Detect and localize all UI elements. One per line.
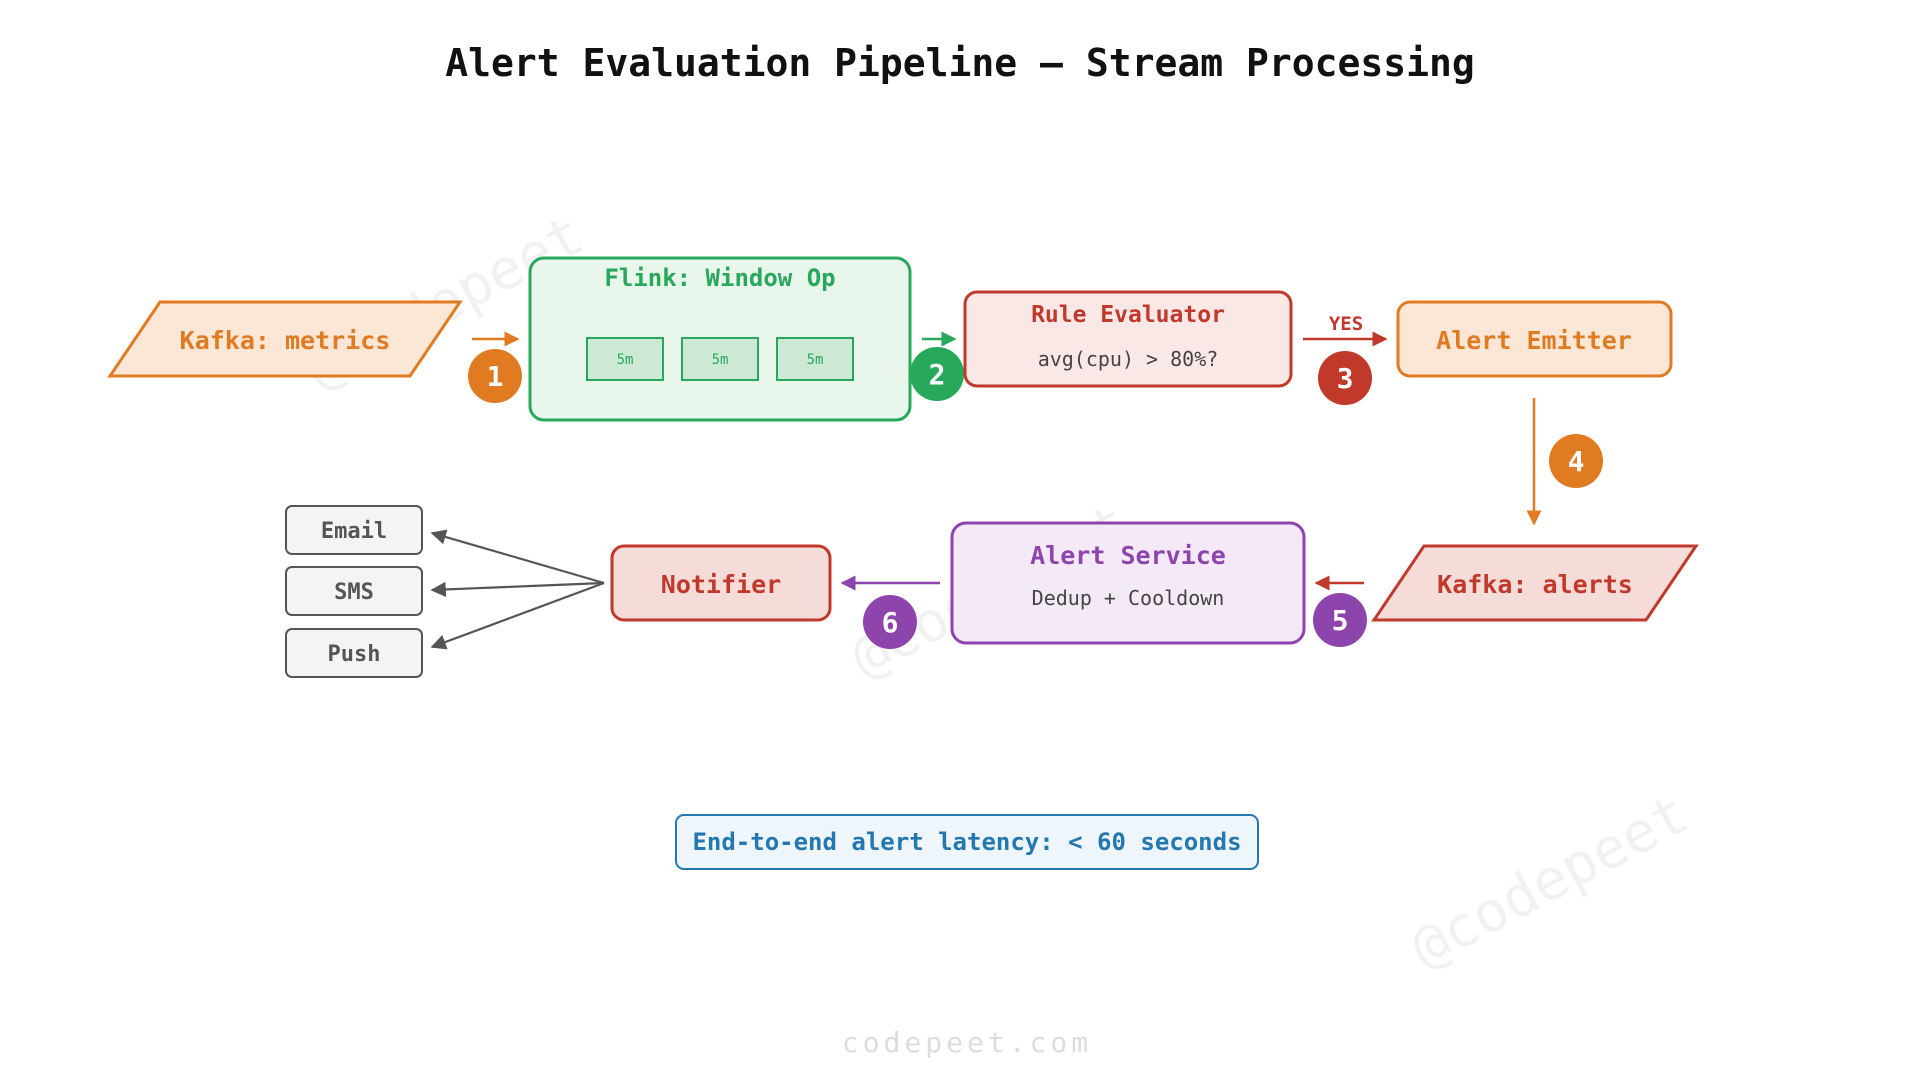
- step-badge-4: 4: [1549, 434, 1603, 488]
- step-badge-6-label: 6: [882, 606, 899, 639]
- flink-window-cell-3-label: 5m: [807, 352, 824, 368]
- flink-window-node: Flink: Window Op 5m 5m 5m: [528, 256, 912, 422]
- step-badge-3-label: 3: [1337, 362, 1354, 395]
- edge-notifier-to-push: [430, 581, 605, 650]
- edge-yes-label: YES: [1329, 313, 1363, 335]
- flink-window-cell-3: [776, 337, 854, 381]
- flink-window-cell-1: [586, 337, 664, 381]
- rule-evaluator-condition: avg(cpu) > 80%?: [1038, 347, 1219, 371]
- step-badge-5: 5: [1313, 593, 1367, 647]
- alert-service-title: Alert Service: [1030, 541, 1226, 570]
- channel-push: Push: [285, 628, 423, 678]
- step-badge-3: 3: [1318, 351, 1372, 405]
- step-badge-2: 2: [910, 347, 964, 401]
- alert-service-subtitle: Dedup + Cooldown: [1032, 586, 1225, 610]
- channel-email-label: Email: [321, 519, 387, 544]
- alert-emitter-node: Alert Emitter: [1396, 300, 1673, 378]
- alert-emitter-label: Alert Emitter: [1436, 326, 1632, 355]
- footer-brand: codepeet.com: [842, 1026, 1092, 1059]
- flink-window-cell-2: [681, 337, 759, 381]
- flink-title: Flink: Window Op: [604, 264, 835, 292]
- notifier-node: Notifier: [610, 544, 832, 622]
- rule-evaluator-title: Rule Evaluator: [1031, 302, 1225, 328]
- latency-note: End-to-end alert latency: < 60 seconds: [675, 814, 1259, 870]
- rule-evaluator-node: Rule Evaluator avg(cpu) > 80%?: [963, 290, 1293, 388]
- kafka-metrics-node: Kafka: metrics: [107, 300, 463, 378]
- edge-notifier-to-email: [430, 529, 605, 585]
- latency-note-label: End-to-end alert latency: < 60 seconds: [692, 828, 1241, 856]
- flink-window-cell-2-label: 5m: [712, 352, 729, 368]
- notifier-label: Notifier: [661, 570, 781, 599]
- edge-notifier-to-sms: [430, 581, 605, 598]
- channel-email: Email: [285, 505, 423, 555]
- alert-service-node: Alert Service Dedup + Cooldown: [950, 521, 1306, 645]
- step-badge-2-label: 2: [929, 358, 946, 391]
- flink-window-cell-1-label: 5m: [617, 352, 634, 368]
- step-badge-1-label: 1: [487, 360, 504, 393]
- step-badge-4-label: 4: [1568, 445, 1585, 478]
- channel-sms-label: SMS: [334, 580, 374, 605]
- kafka-metrics-label: Kafka: metrics: [180, 326, 391, 355]
- watermark-3: @codepeet: [1401, 781, 1699, 981]
- channel-push-label: Push: [328, 642, 381, 667]
- step-badge-5-label: 5: [1332, 604, 1349, 637]
- kafka-alerts-label: Kafka: alerts: [1437, 570, 1633, 599]
- step-badge-1: 1: [468, 349, 522, 403]
- channel-sms: SMS: [285, 566, 423, 616]
- step-badge-6: 6: [863, 595, 917, 649]
- kafka-alerts-node: Kafka: alerts: [1371, 544, 1699, 622]
- diagram-title: Alert Evaluation Pipeline — Stream Proce…: [445, 41, 1475, 85]
